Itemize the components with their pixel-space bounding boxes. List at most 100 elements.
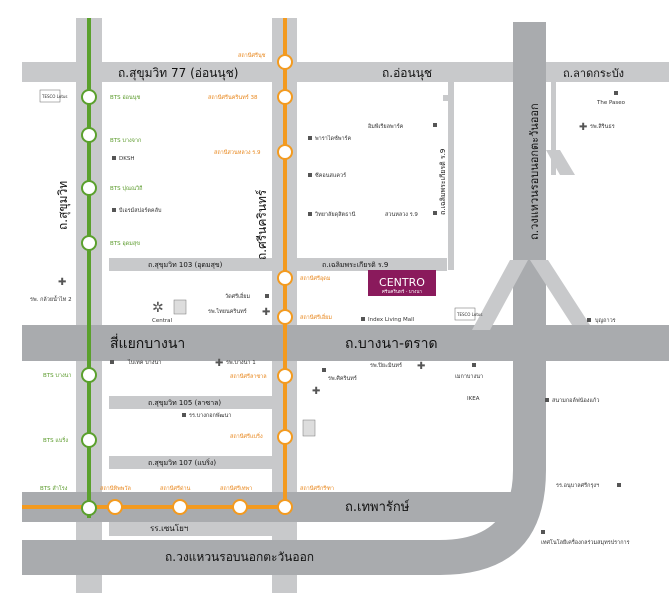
- road-bangna-trad: [22, 325, 669, 361]
- hospital-icon: ✚: [262, 307, 270, 318]
- label-bangna-junction: สี่แยกบางนา: [110, 334, 185, 352]
- poi-klong-hosp: รพ. กล้วยน้ำไท 2: [30, 295, 72, 303]
- label-sukhumvit103: ถ.สุขุมวิท 103 (อุดมสุข): [148, 261, 223, 269]
- poi-ikea: IKEA: [467, 396, 480, 402]
- orange-label: สถานีทิพพวัล: [100, 485, 131, 492]
- orange-marker[interactable]: [277, 54, 293, 70]
- label-onnut: ถ.อ่อนนุช: [382, 66, 432, 81]
- orange-line-vertical: [283, 18, 287, 508]
- label-chalermprakiat-vertical: ถ.เฉลิมพระเกียรติ ร.9: [439, 149, 447, 215]
- poi-seacon: ซีคอนสแควร์: [315, 172, 346, 179]
- orange-marker[interactable]: [277, 144, 293, 160]
- orange-marker[interactable]: [277, 89, 293, 105]
- poi-samut-prakan: เทศโนโลยีเครื่องกลร่วมสมุทรปราการ: [541, 538, 630, 546]
- poi-square: [433, 123, 437, 127]
- road-kanchanaphisek-curve: [22, 452, 546, 575]
- poi-square: [110, 360, 114, 364]
- orange-marker[interactable]: [172, 499, 188, 515]
- poi-central: Central: [152, 318, 172, 324]
- label-sukhumvit107: ถ.สุขุมวิท 107 (แบริ่ง): [148, 458, 216, 467]
- bts-label: BTS บางจาก: [110, 138, 141, 144]
- road-kanchanaphisek-vertical: [513, 22, 546, 452]
- poi-square: [617, 483, 621, 487]
- label-sukhumvit105: ถ.สุขุมวิท 105 (ลาซาล): [148, 399, 221, 407]
- orange-label: สถานีศรีลาซาล: [230, 373, 267, 380]
- poi-square: [182, 413, 186, 417]
- road-branch: [443, 95, 453, 101]
- poi-dksh: DKSH: [119, 156, 134, 162]
- interchange-ramp-1: [472, 260, 528, 330]
- poi-square: [541, 530, 545, 534]
- poi-square: [587, 318, 591, 322]
- label-sukhumvit: ถ.สุขุมวิท: [56, 181, 71, 230]
- bts-label: BTS อ่อนนุช: [110, 94, 140, 101]
- poi-bunnakan: บุญถาวร: [595, 318, 616, 324]
- poi-biotech: ไบเทค บางนา: [127, 359, 161, 366]
- bts-marker[interactable]: [81, 367, 97, 383]
- gear-icon: ✲: [152, 300, 164, 316]
- road-sainoi: [109, 522, 289, 536]
- hospital-icon: ✚: [215, 358, 223, 369]
- centro-badge[interactable]: CENTRO ศรีนครินทร์ - บางนา: [368, 270, 436, 296]
- poi-square: [433, 211, 437, 215]
- poi-mega: เมกาบางนา: [455, 374, 483, 380]
- label-latkrabang: ถ.ลาดกระบัง: [563, 67, 624, 80]
- building-icon: [302, 419, 316, 437]
- poi-square: [322, 368, 326, 372]
- orange-marker[interactable]: [277, 429, 293, 445]
- poi-sportclub: บีเอรม์สปอร์ตคลับ: [118, 207, 161, 214]
- orange-label: สถานีศรีเอี่ยม: [300, 313, 332, 321]
- poi-square: [308, 212, 312, 216]
- label-srinakarin: ถ.ศรีนครินทร์: [255, 189, 269, 260]
- interchange-ramp-3: [546, 150, 575, 175]
- hospital-icon: ✚: [58, 277, 66, 288]
- poi-square: [545, 398, 549, 402]
- orange-marker[interactable]: [277, 309, 293, 325]
- road-latkrabang-connector: [551, 80, 556, 175]
- orange-marker[interactable]: [277, 368, 293, 384]
- bts-marker[interactable]: [81, 500, 97, 516]
- bts-station-markers: [81, 89, 97, 516]
- poi-bangna1: รพ.บางนา 1: [226, 360, 256, 366]
- poi-square: [112, 156, 116, 160]
- bts-green-line: [87, 18, 91, 518]
- poi-tesco-bangna: TESCO Lotus: [454, 307, 483, 321]
- hospital-icon: ✚: [417, 361, 425, 372]
- orange-marker[interactable]: [107, 499, 123, 515]
- poi-square: [265, 294, 269, 298]
- centro-subtitle: ศรีนครินทร์ - บางนา: [382, 288, 422, 295]
- orange-label: สถานีศรีนครินทร์ 38: [208, 94, 258, 101]
- poi-thai-nakarin: รพ.ไทยนครินทร์: [208, 308, 247, 315]
- bts-marker[interactable]: [81, 180, 97, 196]
- orange-label: สถานีศรีด่าน: [160, 485, 191, 492]
- poi-suan-luang: สวนหลวง ร.9: [385, 211, 418, 218]
- orange-label: สถานีศรีอุดม: [300, 275, 331, 282]
- orange-marker[interactable]: [277, 499, 293, 515]
- centro-title: CENTRO: [379, 276, 425, 289]
- orange-marker[interactable]: [232, 499, 248, 515]
- bts-marker[interactable]: [81, 235, 97, 251]
- bts-marker[interactable]: [81, 89, 97, 105]
- building-icon: [173, 299, 187, 315]
- poi-anubaan: รร.อนุบาลศรีกรุงฯ: [556, 482, 599, 489]
- orange-label: สถานีศรีนุช: [238, 52, 266, 59]
- poi-school: รร.บางกอกพัฒนา: [189, 412, 231, 419]
- road-sukhumvit107: [109, 456, 289, 469]
- poi-square: [472, 363, 476, 367]
- poi-tesco-onnut: TESCO Lotus: [39, 89, 68, 103]
- bts-marker[interactable]: [81, 432, 97, 448]
- bts-label: BTS อุดมสุข: [110, 240, 140, 247]
- bts-marker[interactable]: [81, 127, 97, 143]
- label-sainoi: รร.เซนโยฯ: [150, 523, 188, 533]
- poi-paradise: พาราไดซ์พาร์ค: [315, 135, 351, 142]
- svg-text:TESCO Lotus: TESCO Lotus: [41, 94, 68, 99]
- bts-label: BTS บางนา: [43, 373, 72, 379]
- label-thepharak: ถ.เทพารักษ์: [345, 499, 410, 515]
- bts-label: BTS แบริ่ง: [43, 436, 68, 444]
- label-kanchanaphisek-bottom: ถ.วงแหวนรอบนอกตะวันออก: [165, 550, 314, 564]
- orange-label: สถานีศรีแบริ่ง: [230, 432, 263, 440]
- orange-marker[interactable]: [277, 270, 293, 286]
- poi-square: [112, 208, 116, 212]
- poi-sikarin: รพ.ศิครินทร์: [328, 375, 357, 382]
- label-bangna-trad: ถ.บางนา-ตราด: [345, 336, 438, 352]
